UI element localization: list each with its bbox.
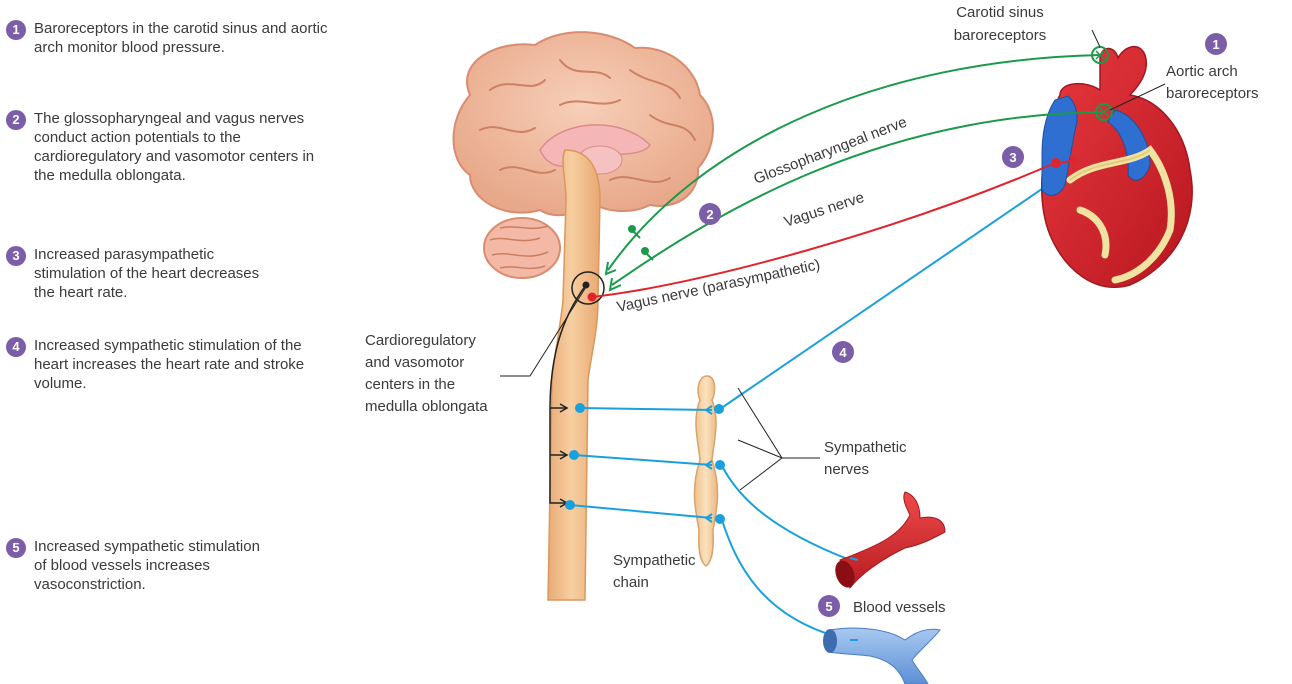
sympathetic-chain-label-line1: Sympathetic — [613, 552, 696, 569]
svg-text:2: 2 — [706, 207, 713, 222]
carotid-label-line1: Carotid sinus — [956, 4, 1044, 21]
svg-text:3: 3 — [1009, 150, 1016, 165]
sympathetic-nerves-leaders — [738, 388, 820, 490]
artery-illustration — [832, 492, 945, 590]
vein-illustration — [823, 628, 940, 684]
svg-text:5: 5 — [825, 599, 832, 614]
marker-1: 1 — [1205, 33, 1227, 55]
sympathetic-chain-illustration — [694, 376, 717, 566]
aortic-label-line2: baroreceptors — [1166, 85, 1259, 102]
marker-4: 4 — [832, 341, 854, 363]
vagus-heart-dot — [1051, 158, 1061, 168]
marker-2: 2 — [699, 203, 721, 225]
svg-text:4: 4 — [839, 345, 847, 360]
sympathetic-nerves-label-line2: nerves — [824, 461, 869, 478]
centers-label-line1: Cardioregulatory — [365, 332, 476, 349]
carotid-label-line2: baroreceptors — [954, 27, 1047, 44]
marker-3: 3 — [1002, 146, 1024, 168]
centers-label-line2: and vasomotor — [365, 354, 464, 371]
sympathetic-chain-label-line2: chain — [613, 574, 649, 591]
aortic-label-line1: Aortic arch — [1166, 63, 1238, 80]
glossopharyngeal-nerve-label: Glossopharyngeal nerve — [751, 114, 909, 188]
sympathetic-nerve-paths — [570, 176, 1056, 640]
sympathetic-nerves-label-line1: Sympathetic — [824, 439, 907, 456]
centers-label-line3: centers in the — [365, 376, 455, 393]
spinal-cord-illustration — [548, 150, 600, 600]
cerebellum-illustration — [484, 218, 560, 278]
vagus-nerve-label: Vagus nerve — [782, 189, 866, 231]
vagus-parasympathetic-label: Vagus nerve (parasympathetic) — [615, 256, 821, 316]
marker-5: 5 — [818, 595, 840, 617]
centers-label-line4: medulla oblongata — [365, 398, 488, 415]
svg-text:1: 1 — [1212, 37, 1219, 52]
blood-vessels-label: Blood vessels — [853, 599, 946, 616]
heart-illustration — [1042, 47, 1192, 288]
